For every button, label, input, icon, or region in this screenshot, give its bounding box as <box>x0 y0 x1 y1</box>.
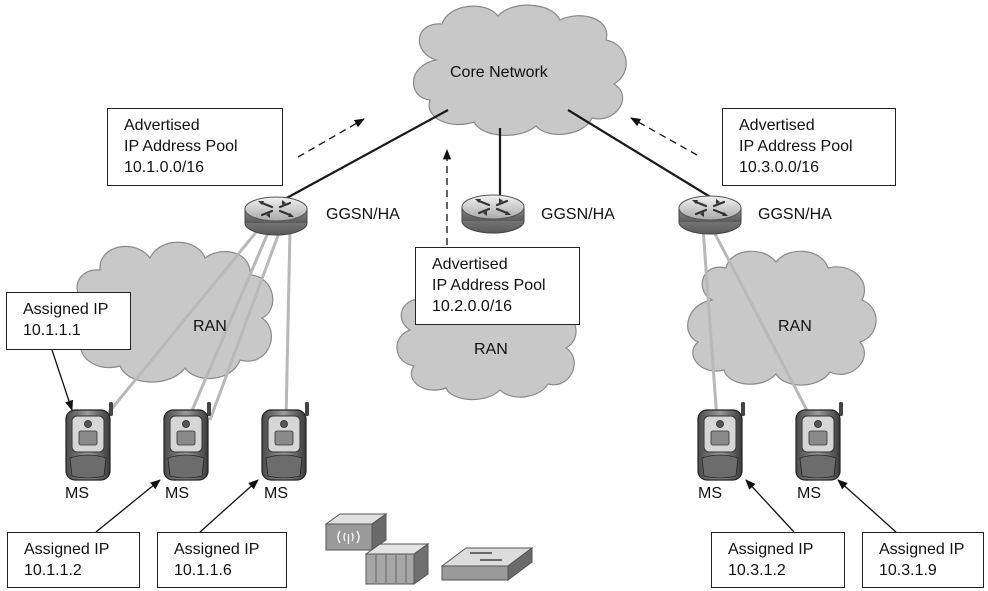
wired-links <box>282 109 713 201</box>
advertised-pool-left-line1: Advertised <box>124 117 200 134</box>
ran-cloud-right <box>687 250 877 386</box>
advertised-pool-right-prefix: 10.3.0.0/16 <box>739 159 820 176</box>
assigned-ip-2-label: Assigned IP <box>24 541 110 558</box>
wireless-controller-icon <box>324 513 388 551</box>
core-network-label: Core Network <box>450 64 548 81</box>
ms-label-5: MS <box>797 485 821 502</box>
advertised-pool-box-right: Advertised IP Address Pool 10.3.0.0/16 <box>722 108 896 186</box>
core-network-cloud <box>412 4 627 136</box>
assign-arrow-1 <box>51 349 73 411</box>
assigned-ip-2-value: 10.1.1.2 <box>24 562 82 579</box>
ms-label-1: MS <box>65 485 89 502</box>
assign-arrow-4 <box>745 479 795 533</box>
radio-links <box>94 224 814 429</box>
advertised-pool-center-prefix: 10.2.0.0/16 <box>432 298 513 315</box>
advertisement-arrows <box>297 117 698 245</box>
advert-arrow-left <box>297 118 365 158</box>
ms-label-4: MS <box>698 485 722 502</box>
assigned-ip-box-3: Assigned IP 10.1.1.6 <box>157 532 287 588</box>
assign-arrow-2 <box>95 479 161 533</box>
router-label-center: GGSN/HA <box>541 206 615 223</box>
assigned-ip-box-1: Assigned IP 10.1.1.1 <box>6 292 131 350</box>
assigned-ip-box-2: Assigned IP 10.1.1.2 <box>7 532 140 588</box>
mobile-phone-icon-2 <box>163 401 212 481</box>
assigned-ip-4-value: 10.3.1.2 <box>728 562 786 579</box>
ms-label-3: MS <box>264 485 288 502</box>
mobile-phone-icon-3 <box>261 401 310 481</box>
mobile-phone-icon-1 <box>65 401 114 481</box>
ran-label-center: RAN <box>474 341 508 358</box>
mobile-phone-icon-4 <box>697 401 746 481</box>
assigned-ip-box-5: Assigned IP 10.3.1.9 <box>862 532 984 588</box>
assigned-ip-1-label: Assigned IP <box>23 301 109 318</box>
assigned-ip-4-label: Assigned IP <box>728 541 814 558</box>
ms-label-2: MS <box>165 485 189 502</box>
ran-label-right: RAN <box>778 318 812 335</box>
advertised-pool-right-line2: IP Address Pool <box>739 138 853 155</box>
assigned-ip-3-label: Assigned IP <box>174 541 260 558</box>
assigned-ip-1-value: 10.1.1.1 <box>23 322 81 339</box>
ran-label-left: RAN <box>193 318 227 335</box>
advertised-pool-box-center: Advertised IP Address Pool 10.2.0.0/16 <box>415 247 580 325</box>
assign-arrow-5 <box>837 479 897 533</box>
advertised-pool-box-left: Advertised IP Address Pool 10.1.0.0/16 <box>107 108 283 186</box>
router-label-right: GGSN/HA <box>758 206 832 223</box>
advertised-pool-center-line2: IP Address Pool <box>432 277 546 294</box>
assigned-ip-box-4: Assigned IP 10.3.1.2 <box>711 532 845 588</box>
advertised-pool-center-line1: Advertised <box>432 256 508 273</box>
advertised-pool-left-prefix: 10.1.0.0/16 <box>124 159 205 176</box>
switch-icon <box>440 547 534 581</box>
router-icon-left <box>243 195 309 237</box>
router-icon-right <box>677 194 743 236</box>
assigned-ip-5-label: Assigned IP <box>879 541 965 558</box>
router-icon-center <box>460 193 526 235</box>
assigned-ip-5-value: 10.3.1.9 <box>879 562 937 579</box>
router-label-left: GGSN/HA <box>326 206 400 223</box>
server-rack-icon <box>364 543 430 585</box>
advert-arrow-right <box>630 117 698 156</box>
mobile-phone-icon-5 <box>795 401 844 481</box>
advertised-pool-right-line1: Advertised <box>739 117 815 134</box>
advertised-pool-left-line2: IP Address Pool <box>124 138 238 155</box>
assignment-arrows <box>51 349 897 533</box>
assign-arrow-3 <box>199 479 259 533</box>
assigned-ip-3-value: 10.1.1.6 <box>174 562 232 579</box>
